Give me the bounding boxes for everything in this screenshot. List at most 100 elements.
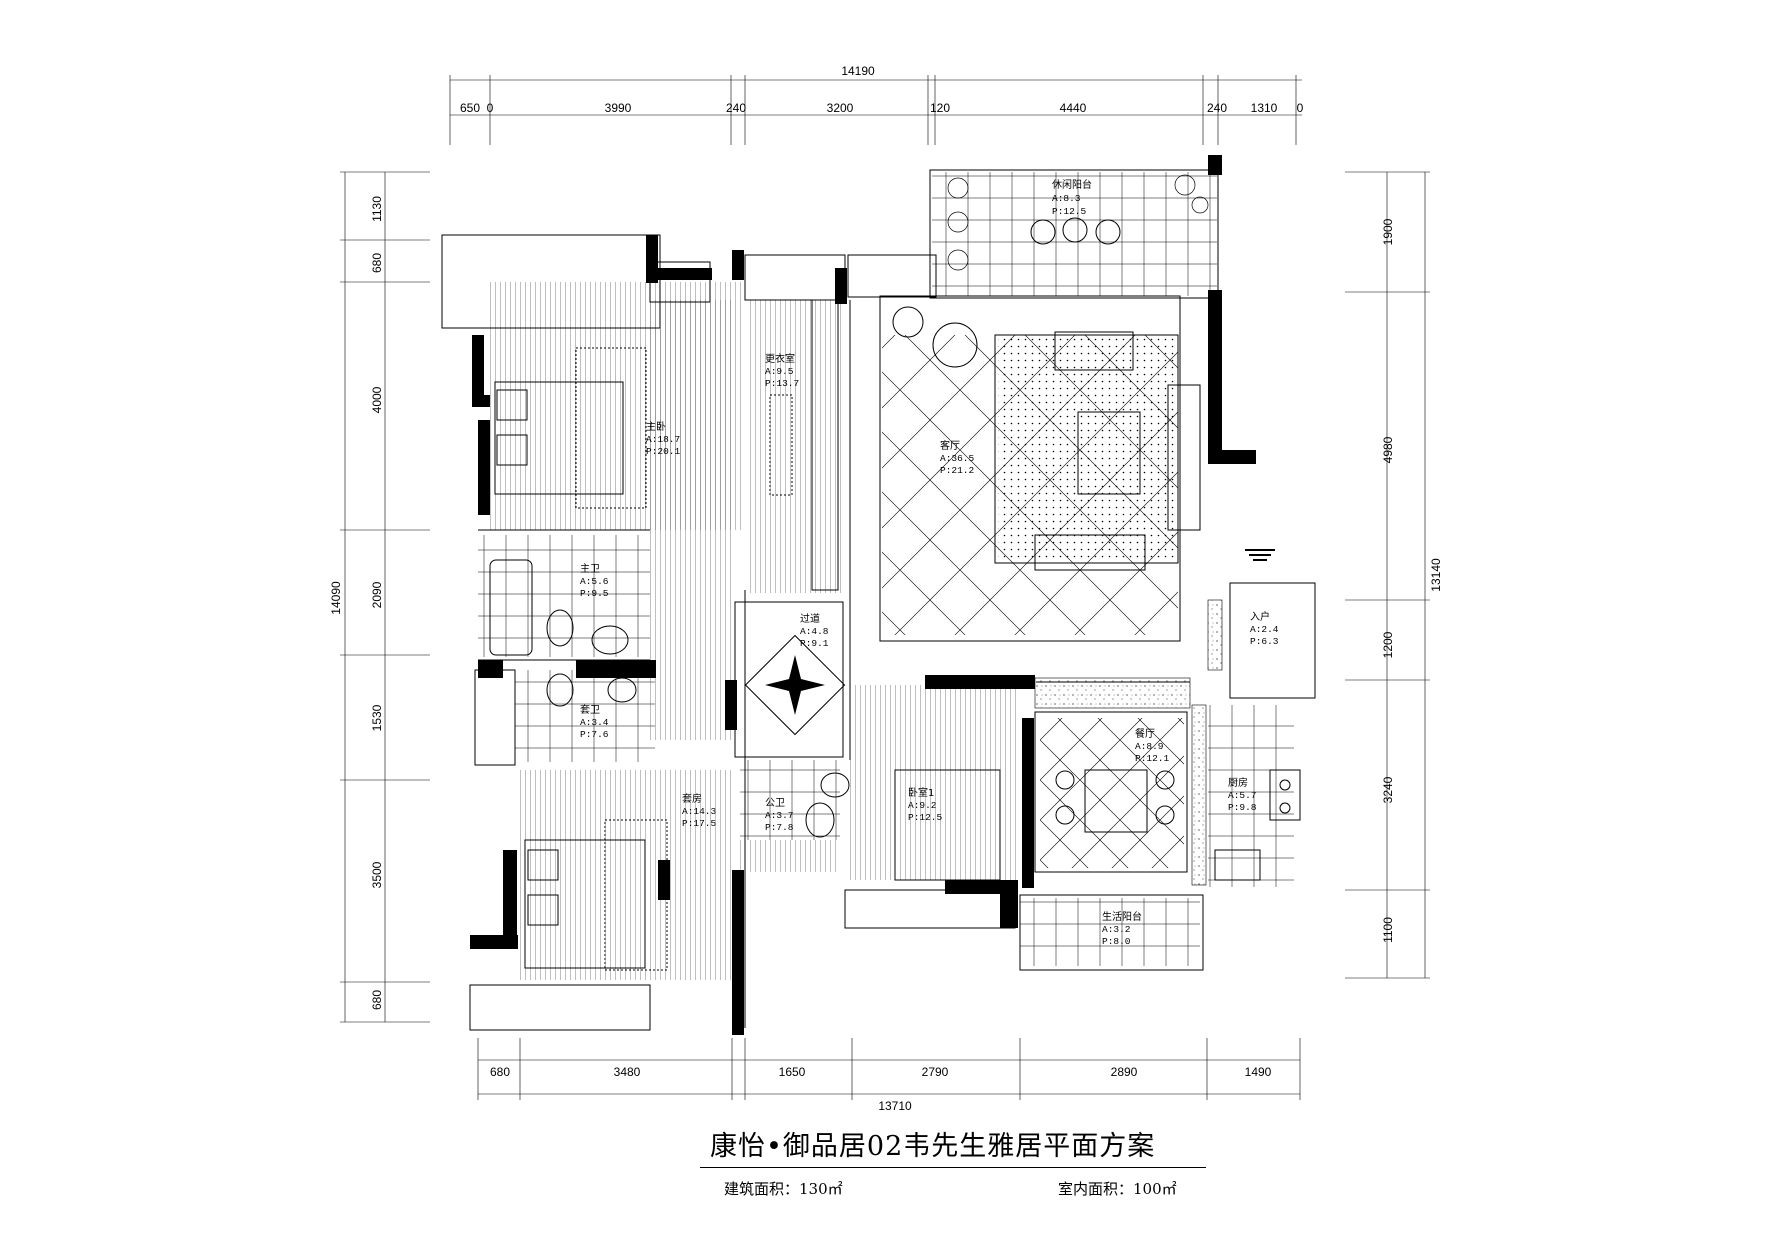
indoor-area: 室内面积：100㎡ (1058, 1180, 1177, 1198)
dim-bottom-2: 1650 (779, 1065, 806, 1079)
svg-text:过道: 过道 (800, 612, 820, 625)
svg-text:A:3.4: A:3.4 (580, 717, 609, 728)
svg-text:P:17.5: P:17.5 (682, 818, 717, 829)
svg-text:客厅: 客厅 (940, 439, 960, 452)
svg-text:P:9.1: P:9.1 (800, 638, 829, 649)
svg-text:A:9.5: A:9.5 (765, 366, 794, 377)
room-label-wardrobe: 更衣室 A:9.5 P:13.7 (765, 352, 799, 389)
svg-text:P:8.0: P:8.0 (1102, 936, 1131, 947)
floor-finishes (478, 172, 1294, 980)
building-area: 建筑面积：130㎡ (724, 1180, 843, 1198)
svg-text:P:12.5: P:12.5 (908, 812, 943, 823)
room-label-living: 客厅 A:36.5 P:21.2 (940, 439, 975, 476)
svg-text:更衣室: 更衣室 (765, 352, 795, 365)
svg-text:套卫: 套卫 (580, 703, 600, 716)
dim-top-4: 3200 (827, 101, 854, 115)
svg-text:P:6.3: P:6.3 (1250, 636, 1279, 647)
dim-top-0: 650 (460, 101, 480, 115)
dim-top-5: 120 (930, 101, 950, 115)
dim-right-1: 4980 (1381, 436, 1395, 463)
dim-right-0: 1900 (1381, 218, 1395, 245)
svg-text:A:4.8: A:4.8 (800, 626, 829, 637)
svg-text:厨房: 厨房 (1228, 776, 1248, 789)
dim-bottom-5: 1490 (1245, 1065, 1272, 1079)
dim-top-1: 0 (487, 101, 494, 115)
dim-top-total: 14190 (841, 64, 875, 78)
svg-text:A:2.4: A:2.4 (1250, 624, 1279, 635)
svg-text:主卫: 主卫 (580, 563, 600, 575)
room-label-utility-balcony: 生活阳台 A:3.2 P:8.0 (1102, 910, 1142, 947)
dimension-left (340, 171, 430, 1023)
room-label-master-bedroom: 主卧 A:18.7 P:20.1 (646, 420, 681, 457)
svg-text:卧室1: 卧室1 (908, 786, 934, 799)
svg-text:餐厅: 餐厅 (1135, 727, 1155, 740)
svg-text:A:18.7: A:18.7 (646, 434, 680, 445)
dimension-bottom (477, 1038, 1301, 1100)
dim-top-9: 0 (1297, 101, 1304, 115)
dim-top-7: 240 (1207, 101, 1227, 115)
svg-text:主卧: 主卧 (646, 420, 666, 433)
plan-title: 康怡•御品居02韦先生雅居平面方案 (710, 1131, 1156, 1162)
dim-left-total: 14090 (329, 581, 343, 615)
dim-left-5: 3500 (370, 861, 384, 888)
dim-left-2: 4000 (370, 386, 384, 413)
svg-text:A:36.5: A:36.5 (940, 453, 975, 464)
svg-text:生活阳台: 生活阳台 (1102, 910, 1142, 923)
svg-text:套房: 套房 (682, 792, 702, 805)
room-label-balcony-leisure: 休闲阳台 A:8.3 P:12.5 (1052, 178, 1092, 217)
dim-bottom-1: 3480 (614, 1065, 641, 1079)
dim-bottom-4: 2890 (1111, 1065, 1138, 1079)
room-label-public-bath: 公卫 A:3.7 P:7.8 (765, 798, 794, 833)
svg-text:A:9.2: A:9.2 (908, 800, 937, 811)
dim-left-6: 680 (370, 990, 384, 1010)
dim-top-6: 4440 (1060, 101, 1087, 115)
dim-right-4: 1100 (1381, 917, 1395, 943)
dim-top-3: 240 (726, 101, 746, 115)
dim-bottom-0: 680 (490, 1065, 510, 1079)
svg-text:A:8.3: A:8.3 (1052, 193, 1081, 204)
svg-text:P:12.1: P:12.1 (1135, 753, 1170, 764)
dim-bottom-total: 13710 (878, 1099, 912, 1113)
svg-text:入户: 入户 (1250, 610, 1270, 623)
room-label-master-bath: 主卫 A:5.6 P:9.5 (580, 563, 609, 599)
svg-text:A:8.9: A:8.9 (1135, 741, 1164, 752)
title-underline (700, 1167, 1206, 1168)
svg-text:休闲阳台: 休闲阳台 (1052, 178, 1092, 191)
svg-text:P:7.8: P:7.8 (765, 822, 794, 833)
interior-outlines (441, 169, 1316, 1031)
svg-text:P:7.6: P:7.6 (580, 729, 609, 740)
dim-bottom-3: 2790 (922, 1065, 949, 1079)
svg-text:A:5.6: A:5.6 (580, 576, 609, 587)
dim-left-4: 1530 (370, 704, 384, 731)
svg-text:P:21.2: P:21.2 (940, 465, 975, 476)
svg-text:公卫: 公卫 (765, 798, 785, 809)
room-label-kitchen: 厨房 A:5.7 P:9.8 (1228, 776, 1257, 813)
dim-right-2: 1200 (1381, 631, 1395, 658)
dimension-top (449, 75, 1302, 145)
dim-left-1: 680 (370, 253, 384, 273)
dim-right-total: 13140 (1429, 558, 1443, 592)
furniture (489, 174, 1301, 971)
svg-text:A:3.7: A:3.7 (765, 810, 794, 821)
room-label-corridor: 过道 A:4.8 P:9.1 (800, 612, 829, 649)
svg-text:P:9.5: P:9.5 (580, 588, 609, 599)
room-label-dining: 餐厅 A:8.9 P:12.1 (1135, 727, 1170, 764)
walls (470, 155, 1256, 1035)
dim-left-3: 2090 (370, 581, 384, 608)
svg-text:P:9.8: P:9.8 (1228, 802, 1257, 813)
dimension-right (1345, 171, 1430, 979)
svg-text:P:20.1: P:20.1 (646, 446, 681, 457)
room-label-suite-bath: 套卫 A:3.4 P:7.6 (580, 703, 609, 740)
svg-text:A:14.3: A:14.3 (682, 806, 717, 817)
dim-top-8: 1310 (1251, 101, 1278, 115)
svg-text:P:12.5: P:12.5 (1052, 206, 1087, 217)
svg-text:P:13.7: P:13.7 (765, 378, 799, 389)
svg-text:A:3.2: A:3.2 (1102, 924, 1131, 935)
room-label-suite-room: 套房 A:14.3 P:17.5 (682, 792, 717, 829)
room-label-entry: 入户 A:2.4 P:6.3 (1250, 610, 1279, 647)
svg-text:A:5.7: A:5.7 (1228, 790, 1257, 801)
dim-left-0: 1130 (370, 196, 384, 222)
dim-right-3: 3240 (1381, 776, 1395, 803)
room-label-bedroom1: 卧室1 A:9.2 P:12.5 (908, 786, 943, 823)
